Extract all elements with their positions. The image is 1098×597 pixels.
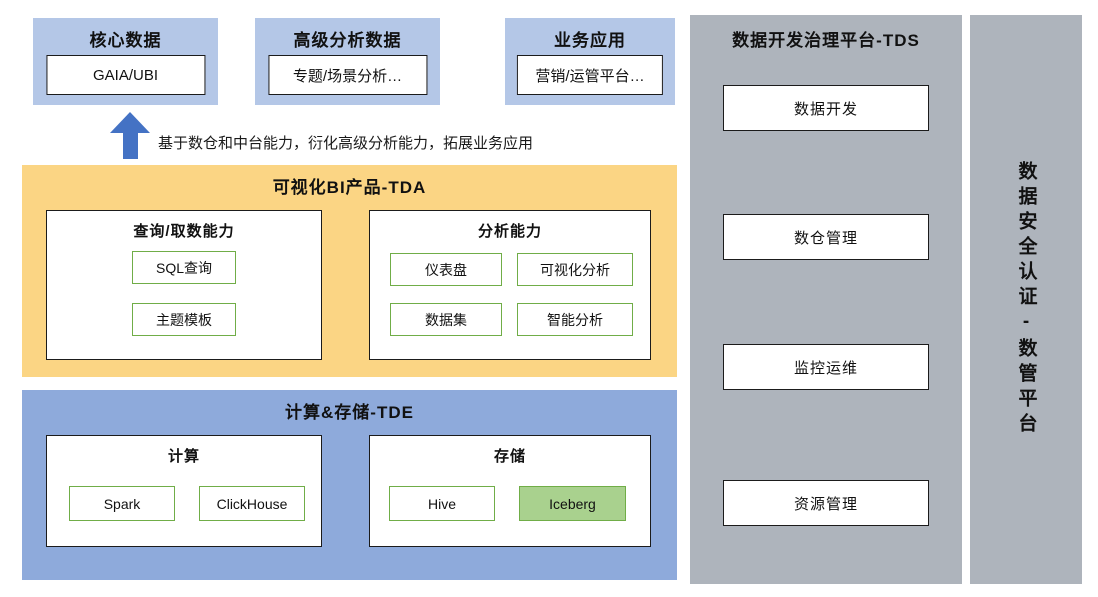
core-data-group: 核心数据 GAIA/UBI [33,18,218,105]
security-column: 数据安全认证-数管平台 [970,15,1082,584]
up-arrow-icon [110,112,150,160]
business-app-title: 业务应用 [554,31,626,50]
tde-compute-panel: 计算 Spark ClickHouse [46,435,322,547]
tds-title: 数据开发治理平台-TDS [732,31,920,50]
tde-storage-item-iceberg: Iceberg [519,486,626,521]
security-title: 数据安全认证-数管平台 [1015,161,1037,438]
tde-compute-item-spark: Spark [69,486,175,521]
tda-query-title: 查询/取数能力 [133,223,235,240]
tda-query-item-template: 主题模板 [132,303,236,336]
core-data-title: 核心数据 [89,31,162,50]
tda-analysis-item-dataset: 数据集 [390,303,502,336]
tde-storage-title: 存储 [493,448,526,465]
advanced-analysis-title: 高级分析数据 [293,31,402,50]
up-arrow-head [110,112,150,133]
tde-compute-title: 计算 [167,448,200,465]
tda-analysis-item-smart: 智能分析 [517,303,633,336]
tda-analysis-item-dashboard: 仪表盘 [390,253,502,286]
up-arrow-stem [122,133,138,159]
tda-query-item-sql: SQL查询 [132,251,236,284]
tda-analysis-item-visual: 可视化分析 [517,253,633,286]
core-data-item: GAIA/UBI [45,55,206,95]
arrow-annotation: 基于数仓和中台能力，衍化高级分析能力，拓展业务应用 [158,135,534,152]
tds-item-warehouse: 数仓管理 [723,214,929,260]
tda-query-panel: 查询/取数能力 SQL查询 主题模板 [46,210,322,360]
tde-storage-panel: 存储 Hive Iceberg [369,435,651,547]
tda-title: 可视化BI产品-TDA [272,178,427,197]
business-app-item: 营销/运管平台… [516,55,664,95]
tda-analysis-title: 分析能力 [477,223,542,240]
tds-item-dev: 数据开发 [723,85,929,131]
tde-storage-item-hive: Hive [389,486,495,521]
tds-item-monitor: 监控运维 [723,344,929,390]
advanced-analysis-item: 专题/场景分析… [267,55,428,95]
tds-item-resource: 资源管理 [723,480,929,526]
advanced-analysis-group: 高级分析数据 专题/场景分析… [255,18,440,105]
tde-title: 计算&存储-TDE [285,403,414,422]
tda-analysis-panel: 分析能力 仪表盘 可视化分析 数据集 智能分析 [369,210,651,360]
tds-column: 数据开发治理平台-TDS 数据开发 数仓管理 监控运维 资源管理 [690,15,962,584]
tde-compute-item-clickhouse: ClickHouse [199,486,305,521]
business-app-group: 业务应用 营销/运管平台… [505,18,675,105]
